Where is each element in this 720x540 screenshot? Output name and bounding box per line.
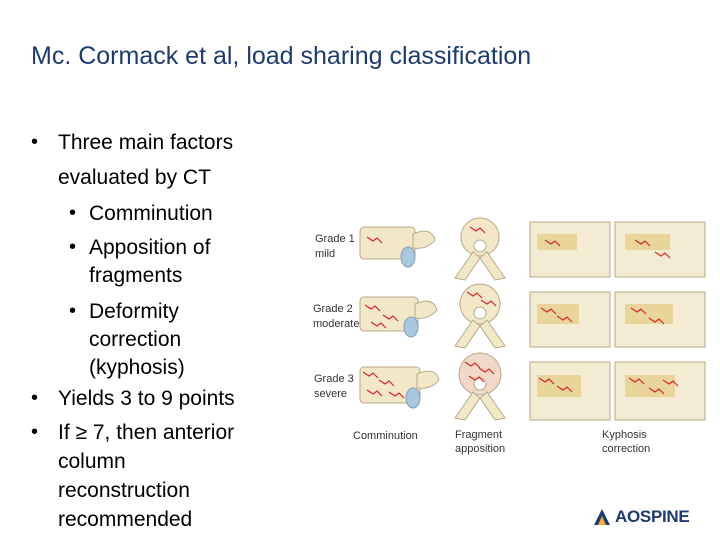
- sub-bullet-marker: •: [69, 300, 77, 322]
- column-label-apposition: Fragment: [455, 429, 502, 441]
- kyphosis-grade-2: [529, 291, 706, 348]
- bullet-text: evaluated by CT: [58, 166, 211, 189]
- comminution-grade-3: [359, 366, 440, 409]
- sub-bullet-text: correction: [89, 328, 182, 351]
- logo-text: AOSPINE: [615, 507, 690, 526]
- bullet-text: Yields 3 to 9 points: [58, 387, 235, 410]
- sub-bullet-text: Comminution: [89, 202, 213, 225]
- grade-3-sublabel: severe: [314, 388, 347, 400]
- column-label-kyphosis-2: correction: [602, 443, 650, 455]
- bullet-text: Three main factors: [58, 131, 234, 154]
- comminution-grade-2: [359, 296, 438, 338]
- apposition-grade-1: [454, 217, 506, 281]
- bullet-text: recommended: [58, 508, 193, 531]
- load-sharing-figure: Grade 1 mild Grade 2 moderate Grade 3 se…: [313, 217, 706, 455]
- apposition-grade-3: [454, 352, 506, 421]
- kyphosis-grade-1: [529, 221, 706, 278]
- kyphosis-grade-3: [529, 361, 706, 421]
- sub-bullet-text: Deformity: [89, 300, 179, 323]
- bullet-marker: •: [31, 387, 39, 409]
- bullet-list: • Three main factors evaluated by CT • C…: [0, 0, 300, 540]
- grade-2-label: Grade 2: [313, 303, 353, 315]
- sub-bullet-text: Apposition of: [89, 236, 211, 259]
- sub-bullet-text: fragments: [89, 264, 183, 287]
- ao-logo-icon: [594, 509, 610, 525]
- bullet-marker: •: [31, 131, 39, 153]
- column-label-comminution: Comminution: [353, 430, 418, 442]
- bullet-text: If ≥ 7, then anterior: [58, 421, 235, 444]
- column-label-kyphosis: Kyphosis: [602, 429, 647, 441]
- bullet-marker: •: [31, 421, 39, 443]
- sub-bullet-text: (kyphosis): [89, 356, 185, 379]
- column-label-apposition-2: apposition: [455, 443, 505, 455]
- sub-bullet-marker: •: [69, 236, 77, 258]
- aospine-logo: AOSPINE: [593, 505, 693, 531]
- slide-title: Mc. Cormack et al, load sharing classifi…: [31, 42, 532, 70]
- comminution-grade-1: [359, 226, 436, 268]
- sub-bullet-marker: •: [69, 202, 77, 224]
- bullet-text: reconstruction: [58, 479, 190, 502]
- grade-2-sublabel: moderate: [313, 318, 359, 330]
- apposition-grade-2: [454, 283, 506, 349]
- grade-3-label: Grade 3: [314, 373, 354, 385]
- bullet-text: column: [58, 450, 126, 473]
- grade-1-label: Grade 1: [315, 233, 355, 245]
- grade-1-sublabel: mild: [315, 248, 335, 260]
